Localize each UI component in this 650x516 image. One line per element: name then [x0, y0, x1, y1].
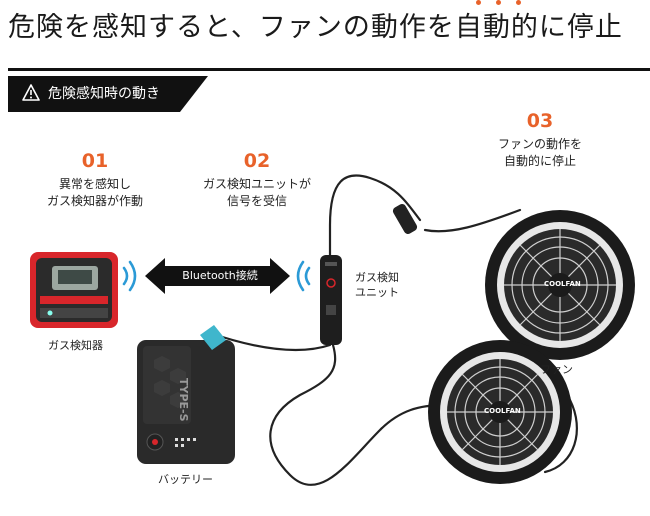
- gas-detector-label: ガス検知器: [48, 339, 103, 352]
- step-3-text: ファンの動作を 自動的に停止: [497, 137, 582, 168]
- signal-waves-right: [296, 260, 311, 292]
- signal-waves-left: [122, 260, 137, 292]
- fan-top-cable: [423, 208, 522, 233]
- section-banner: 危険感知時の動き: [8, 76, 208, 112]
- warning-icon: [22, 84, 40, 101]
- page-title: 危険を感知すると、ファンの動作を自動的に停止: [8, 12, 623, 43]
- step-2-text: ガス検知ユニットが 信号を受信: [202, 177, 311, 208]
- battery-model-mark: TYPE-S: [177, 378, 190, 422]
- title-divider: [8, 68, 650, 71]
- bluetooth-arrow: [145, 258, 290, 294]
- cable-connector: [392, 203, 418, 235]
- fan-brand-mark-bottom: COOLFAN: [484, 407, 521, 415]
- battery-label: バッテリー: [158, 473, 213, 486]
- battery-connector: [200, 325, 226, 350]
- step-3-number: 03: [526, 110, 554, 132]
- battery-device: [137, 325, 235, 464]
- unit-upper-cable: [328, 174, 422, 257]
- step-1-text: 異常を感知し ガス検知器が作動: [46, 177, 143, 208]
- gas-detector-device: [30, 252, 118, 328]
- fan-brand-mark-top: COOLFAN: [544, 280, 581, 288]
- fan-device-top: [485, 210, 635, 360]
- fan-device-bottom: [428, 340, 572, 484]
- step-1-number: 01: [81, 150, 109, 172]
- fan-label: ファン: [540, 363, 573, 376]
- bluetooth-label: Bluetooth接続: [182, 269, 258, 282]
- fan-bottom-cable: [269, 343, 447, 486]
- emphasis-dots: [476, 0, 536, 10]
- battery-cable: [208, 331, 332, 352]
- step-2-number: 02: [243, 150, 271, 172]
- gas-unit-label: ガス検知 ユニット: [355, 271, 399, 299]
- fan-side-cable: [543, 398, 578, 474]
- gas-unit-device: [320, 255, 342, 345]
- banner-label: 危険感知時の動き: [48, 86, 160, 102]
